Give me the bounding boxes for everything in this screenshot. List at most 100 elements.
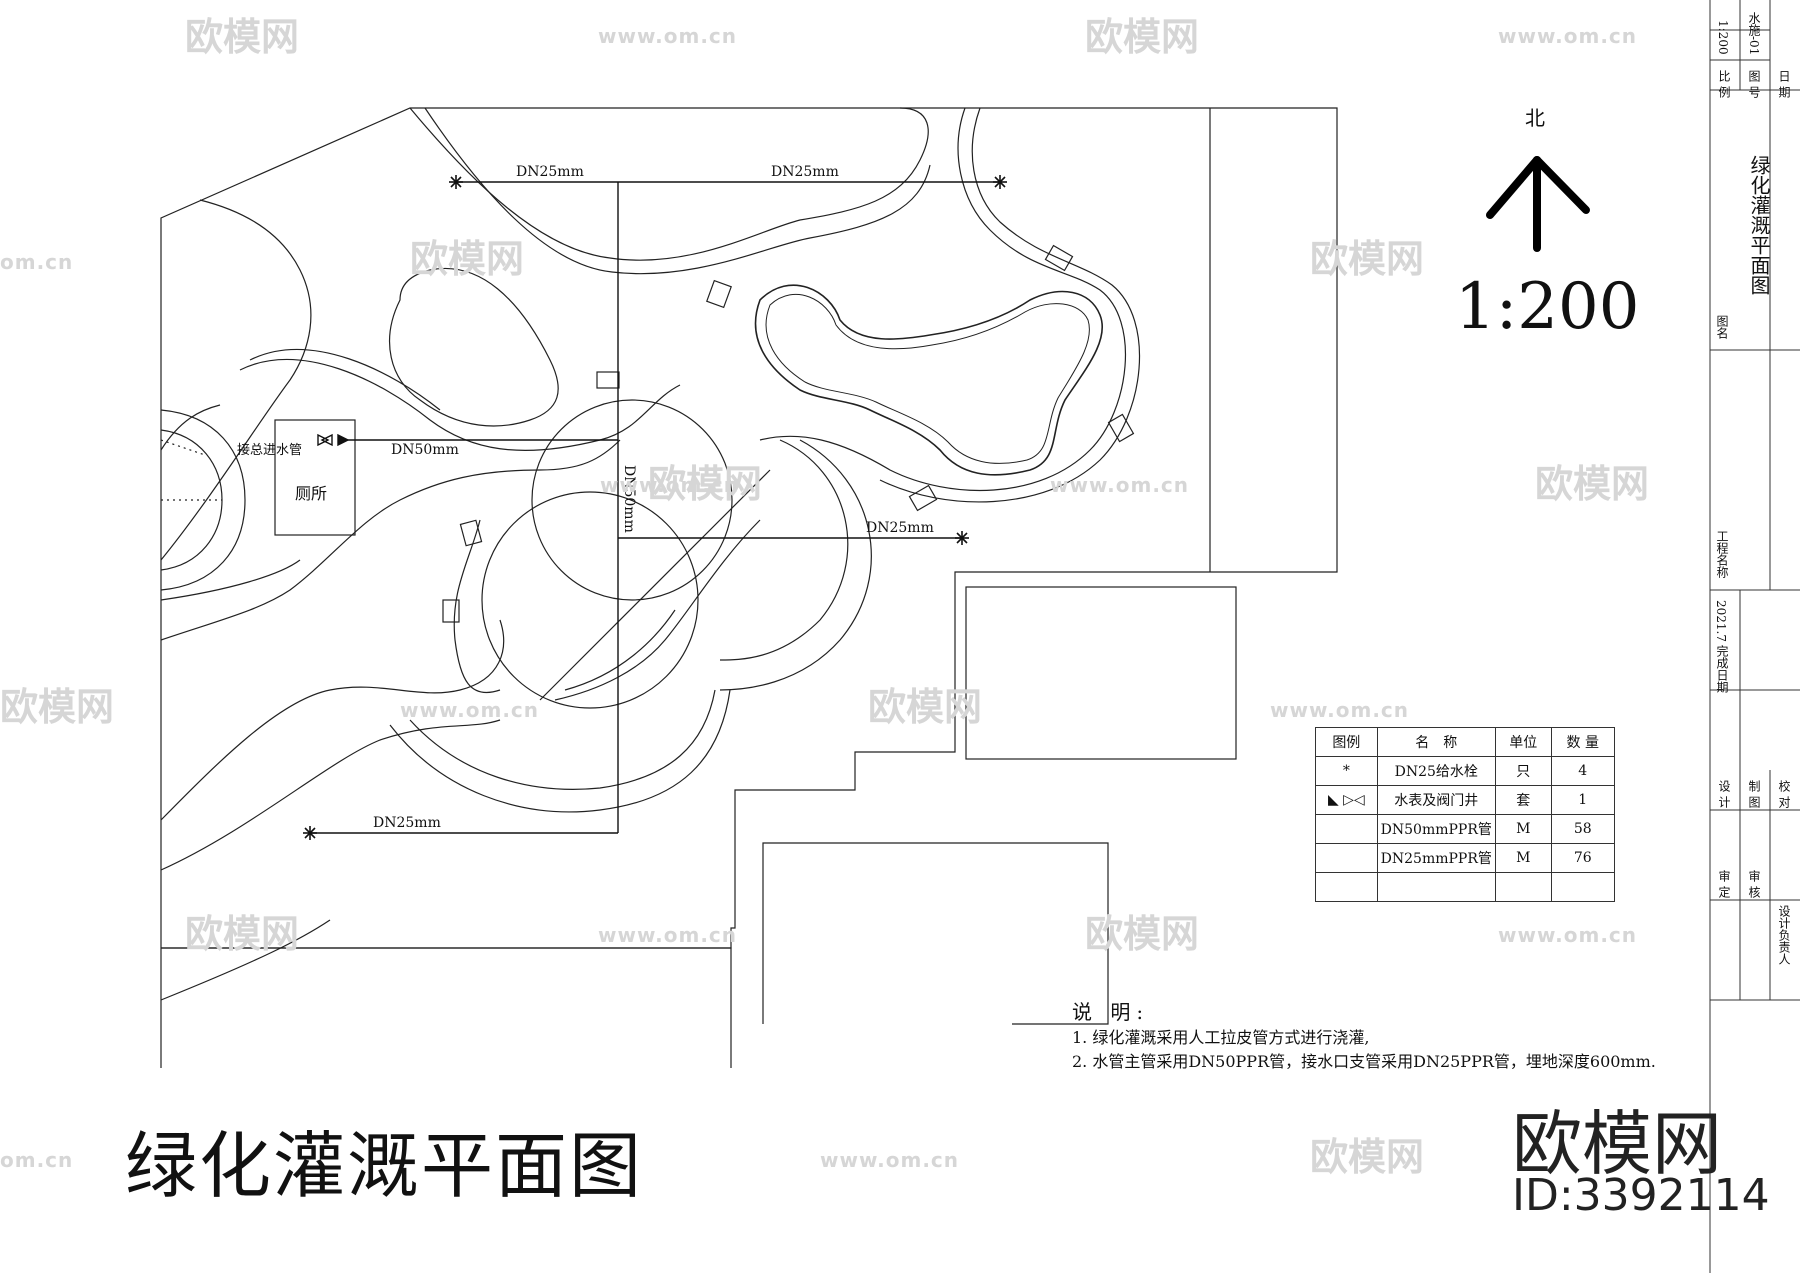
watermark-brand: 欧模网	[1085, 15, 1200, 59]
watermark-url: www.om.cn	[598, 24, 738, 48]
watermark-url: www.om.cn	[1050, 473, 1190, 497]
tb-design: 设 计	[1717, 780, 1731, 808]
path-stubs	[442, 244, 1135, 623]
watermark-url: om.cn	[0, 1148, 74, 1172]
legend-header-row: 图例 名 称 单位 数 量	[1315, 727, 1616, 757]
legend-row: DN50mmPPR管 M 58	[1315, 814, 1616, 844]
watermark-url: www.om.cn	[1498, 923, 1638, 947]
watermark-brand: 欧模网	[1310, 237, 1425, 281]
legend-qty	[1550, 872, 1616, 902]
pipe-label-dn50-vertical: DN50mm	[621, 465, 637, 533]
legend-qty: 4	[1550, 756, 1616, 786]
tb-name-value: 绿化灌溉平面图	[1747, 155, 1771, 295]
drawing-scale: 1:200	[1455, 270, 1640, 344]
title-block-frame	[1709, 0, 1800, 1273]
legend-row: ◣ ▷◁ 水表及阀门井 套 1	[1315, 785, 1616, 815]
legend-qty: 76	[1550, 843, 1616, 873]
legend-symbol: *	[1315, 756, 1378, 786]
tb-date-label: 日 期	[1777, 70, 1791, 98]
legend-name	[1376, 872, 1496, 902]
pipe-label-dn50-horizontal: DN50mm	[391, 442, 459, 458]
inlet-label: 接总进水管	[237, 443, 303, 458]
pipe-label-dn25-east: DN25mm	[866, 520, 934, 536]
watermark-brand: 欧模网	[648, 462, 763, 506]
irrigation-pipes	[310, 181, 1000, 834]
tb-draw: 制 图	[1747, 780, 1761, 808]
tb-review: 审 定	[1717, 870, 1731, 898]
tb-scale-label: 比 例	[1717, 70, 1731, 98]
watermark-url: www.om.cn	[600, 473, 740, 497]
tb-project-label: 工程名称	[1715, 530, 1729, 578]
note-item: 1. 绿化灌溉采用人工拉皮管方式进行浇灌,	[1072, 1028, 1370, 1047]
legend-symbol: ◣ ▷◁	[1315, 785, 1378, 815]
legend-qty: 58	[1550, 814, 1616, 844]
sprinkler-nw	[449, 175, 463, 189]
watermark-url: www.om.cn	[1498, 24, 1638, 48]
watermark-url: om.cn	[0, 250, 74, 274]
pipe-label-dn25-north-west: DN25mm	[516, 164, 584, 180]
north-arrow-icon	[1486, 156, 1590, 252]
sprinkler-sw	[303, 826, 317, 840]
tb-name-label: 图名	[1715, 315, 1729, 339]
sprinkler-e	[955, 531, 969, 545]
watermark-brand: 欧模网	[868, 685, 983, 729]
legend-name: DN25mmPPR管	[1376, 843, 1496, 873]
legend-unit: 只	[1494, 756, 1552, 786]
legend-symbol	[1315, 872, 1378, 902]
watermark-brand: 欧模网	[185, 15, 300, 59]
site-boundary	[160, 107, 1338, 1068]
legend-qty: 1	[1550, 785, 1616, 815]
sprinkler-markers	[303, 175, 1007, 840]
watermark-brand: 欧模网	[185, 912, 300, 956]
pond-rockwork	[754, 284, 1104, 476]
legend-unit: M	[1494, 814, 1552, 844]
legend-row: DN25mmPPR管 M 76	[1315, 843, 1616, 873]
legend-symbol	[1315, 843, 1378, 873]
legend-header-symbol: 图例	[1315, 727, 1378, 757]
legend-unit: 套	[1494, 785, 1552, 815]
tb-lead: 设计负责人	[1777, 905, 1791, 965]
tb-drawing-no-label: 图 号	[1747, 70, 1761, 98]
sprinkler-ne	[993, 175, 1007, 189]
legend-symbol	[1315, 814, 1378, 844]
north-label: 北	[1525, 106, 1545, 130]
tb-drawing-no-value: 水施-01	[1747, 12, 1761, 56]
pipe-label-dn25-north-east: DN25mm	[771, 164, 839, 180]
pipe-label-dn25-south-west: DN25mm	[373, 815, 441, 831]
garden-paths	[160, 107, 1141, 1001]
watermark-brand: 欧模网	[1310, 1135, 1425, 1179]
central-plaza	[481, 399, 771, 709]
legend-unit	[1494, 872, 1552, 902]
note-item: 2. 水管主管采用DN50PPR管，接水口支管采用DN25PPR管，埋地深度60…	[1072, 1052, 1656, 1071]
watermark-brand: 欧模网	[410, 237, 525, 281]
legend-table: 图例 名 称 单位 数 量 * DN25给水栓 只 4 ◣ ▷◁ 水表及阀门井 …	[1315, 727, 1616, 902]
plaza-semicircle	[160, 409, 246, 591]
legend-name: DN25给水栓	[1376, 756, 1496, 786]
tb-completion-label: 完成日期	[1715, 645, 1729, 693]
tb-date-value: 2021.7	[1714, 600, 1728, 642]
toilet-building	[274, 419, 356, 536]
toilet-label: 厕所	[295, 484, 328, 503]
watermark-url: www.om.cn	[598, 923, 738, 947]
notes-heading: 说 明:	[1072, 1000, 1150, 1024]
legend-row	[1315, 872, 1616, 902]
legend-row: * DN25给水栓 只 4	[1315, 756, 1616, 786]
watermark-url: www.om.cn	[820, 1148, 960, 1172]
tb-audit: 审 核	[1747, 870, 1761, 898]
notes-block: 说 明: 1. 绿化灌溉采用人工拉皮管方式进行浇灌, 2. 水管主管采用DN50…	[1072, 1000, 1656, 1074]
legend-header-unit: 单位	[1494, 727, 1552, 757]
tb-scale-value: 1:200	[1716, 20, 1730, 55]
brand-logo: 欧模网	[1512, 1103, 1722, 1185]
watermark-brand: 欧模网	[1535, 462, 1650, 506]
model-id: ID:3392114	[1512, 1170, 1770, 1221]
paved-arc	[389, 439, 872, 813]
watermark-url: www.om.cn	[400, 698, 540, 722]
drawing-title: 绿化灌溉平面图	[125, 1124, 644, 1208]
legend-name: 水表及阀门井	[1376, 785, 1496, 815]
tb-check: 校 对	[1777, 780, 1791, 808]
watermark-brand: 欧模网	[1085, 912, 1200, 956]
watermark-url: www.om.cn	[1270, 698, 1410, 722]
legend-name: DN50mmPPR管	[1376, 814, 1496, 844]
legend-header-name: 名 称	[1376, 727, 1496, 757]
